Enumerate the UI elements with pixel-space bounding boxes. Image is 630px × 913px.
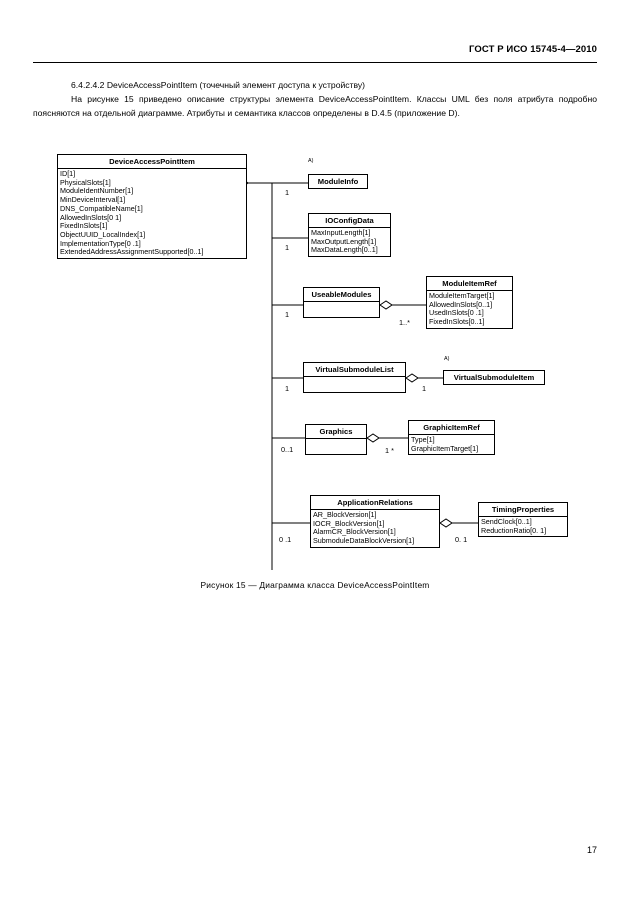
figure-caption: Рисунок 15 — Диаграмма класса DeviceAcce… [200, 580, 430, 590]
aggregation-diamond-useable-modules [379, 300, 393, 310]
class-name: GraphicItemRef [423, 423, 480, 432]
class-box-virtual-submodule-list: VirtualSubmoduleList [303, 362, 406, 393]
class-name: TimingProperties [491, 505, 555, 514]
class-empty-compartment [304, 302, 379, 317]
class-attributes: AR_BlockVersion[1] IOCR_BlockVersion[1] … [311, 510, 439, 547]
multiplicity-io-config-data: 1 [285, 243, 290, 252]
attribute: SubmoduleDataBlockVersion[1] [313, 536, 415, 546]
class-divider [304, 376, 405, 377]
multiplicity-module-item-ref: 1..* [399, 318, 410, 327]
class-divider [427, 290, 512, 291]
attribute: SendClock[0..1] [481, 517, 532, 526]
class-box-timing-properties: TimingProperties SendClock[0..1] Reducti… [478, 502, 568, 538]
attribute: ObjectUUID_LocalIndex[1] [60, 229, 146, 239]
class-empty-compartment [306, 439, 366, 454]
class-divider [309, 227, 390, 228]
attribute: FixedInSlots[1] [60, 221, 108, 231]
header-rule [33, 62, 597, 63]
class-name: ModuleInfo [317, 177, 359, 186]
class-divider [479, 516, 567, 517]
page-header: ГОСТ Р ИСО 15745-4—2010 [469, 44, 597, 55]
page-number: 17 [586, 845, 597, 855]
attribute: AR_BlockVersion[1] [313, 510, 377, 519]
class-attributes: Type[1] GraphicItemTarget[1] [409, 435, 494, 454]
multiplicity-graphics: 0..1 [281, 445, 294, 454]
multiplicity-useable-modules: 1 [285, 310, 290, 319]
attribute: ExtendedAddressAssignmentSupported[0..1] [60, 247, 204, 257]
class-box-application-relations: ApplicationRelations AR_BlockVersion[1] … [310, 495, 440, 548]
class-attributes: ModuleItemTarget[1] AllowedInSlots[0..1]… [427, 291, 512, 328]
class-name: VirtualSubmoduleList [315, 365, 394, 374]
multiplicity-virtual-submodule-item: 1 [422, 384, 427, 393]
class-name: DeviceAccessPointItem [109, 157, 195, 166]
multiplicity-graphic-item-ref: 1 * [385, 446, 394, 455]
attribute: ImplementationType[0 .1] [60, 238, 141, 248]
attribute: MaxOutputLength[1] [311, 236, 377, 246]
class-divider [58, 168, 246, 169]
attribute: MinDeviceInterval[1] [60, 195, 126, 205]
uml-class-diagram: DeviceAccessPointItem ID[1] PhysicalSlot… [0, 150, 630, 570]
attribute: UsedInSlots[0 .1] [429, 308, 484, 318]
attribute: ModuleIdentNumber[1] [60, 186, 134, 196]
multiplicity-module-info: 1 [285, 188, 290, 197]
attribute: AllowedInSlots[0 1] [60, 212, 122, 222]
class-name: VirtualSubmoduleItem [453, 373, 535, 382]
multiplicity-timing-properties: 0. 1 [455, 535, 468, 544]
attribute: PhysicalSlots[1] [60, 177, 111, 187]
class-name: Graphics [319, 427, 353, 436]
aggregation-diamond-graphics [366, 433, 380, 443]
footnote-mark-virtual-submodule-item: A) [444, 356, 450, 362]
class-box-module-item-ref: ModuleItemRef ModuleItemTarget[1] Allowe… [426, 276, 513, 329]
body-paragraph: На рисунке 15 приведено описание структу… [33, 94, 597, 119]
class-box-virtual-submodule-item: VirtualSubmoduleItem [443, 370, 545, 385]
body-text: 6.4.2.4.2 DeviceAccessPointItem (точечны… [33, 78, 597, 121]
attribute: DNS_CompatibleName[1] [60, 203, 143, 213]
attribute: IOCR_BlockVersion[1] [313, 518, 385, 528]
multiplicity-application-relations: 0 .1 [279, 535, 292, 544]
class-box-device-access-point-item: DeviceAccessPointItem ID[1] PhysicalSlot… [57, 154, 247, 260]
class-box-graphic-item-ref: GraphicItemRef Type[1] GraphicItemTarget… [408, 420, 495, 456]
attribute: MaxInputLength[1] [311, 228, 371, 237]
class-box-graphics: Graphics [305, 424, 367, 455]
class-name: IOConfigData [325, 216, 374, 225]
class-divider [311, 509, 439, 510]
attribute: AllowedInSlots[0..1] [429, 299, 493, 309]
class-box-io-config-data: IOConfigData MaxInputLength[1] MaxOutput… [308, 213, 391, 258]
aggregation-diamond-virtual-submodule-list [405, 373, 419, 383]
attribute: Type[1] [411, 435, 435, 444]
class-divider [306, 438, 366, 439]
class-name: UseableModules [311, 290, 372, 299]
class-divider [409, 434, 494, 435]
class-attributes: MaxInputLength[1] MaxOutputLength[1] Max… [309, 228, 390, 256]
attribute: AlarmCR_BlockVersion[1] [313, 527, 396, 537]
footnote-mark-module-info: A) [308, 158, 314, 164]
attribute: GraphicItemTarget[1] [411, 443, 479, 453]
aggregation-diamond-application-relations [439, 518, 453, 528]
clause-heading: 6.4.2.4.2 DeviceAccessPointItem (точечны… [71, 80, 366, 90]
attribute: ModuleItemTarget[1] [429, 291, 495, 300]
class-name: ApplicationRelations [337, 498, 413, 507]
attribute: ReductionRatio[0. 1] [481, 525, 547, 535]
attribute: FixedInSlots[0..1] [429, 317, 485, 327]
attribute: ID[1] [60, 169, 76, 178]
class-attributes: ID[1] PhysicalSlots[1] ModuleIdentNumber… [58, 169, 246, 258]
class-attributes: SendClock[0..1] ReductionRatio[0. 1] [479, 517, 567, 536]
class-name: ModuleItemRef [442, 279, 497, 288]
class-box-module-info: ModuleInfo [308, 174, 368, 189]
attribute: MaxDataLength[0..1] [311, 245, 378, 255]
class-divider [304, 301, 379, 302]
class-empty-compartment [304, 377, 405, 392]
class-box-useable-modules: UseableModules [303, 287, 380, 318]
multiplicity-virtual-submodule-list: 1 [285, 384, 290, 393]
